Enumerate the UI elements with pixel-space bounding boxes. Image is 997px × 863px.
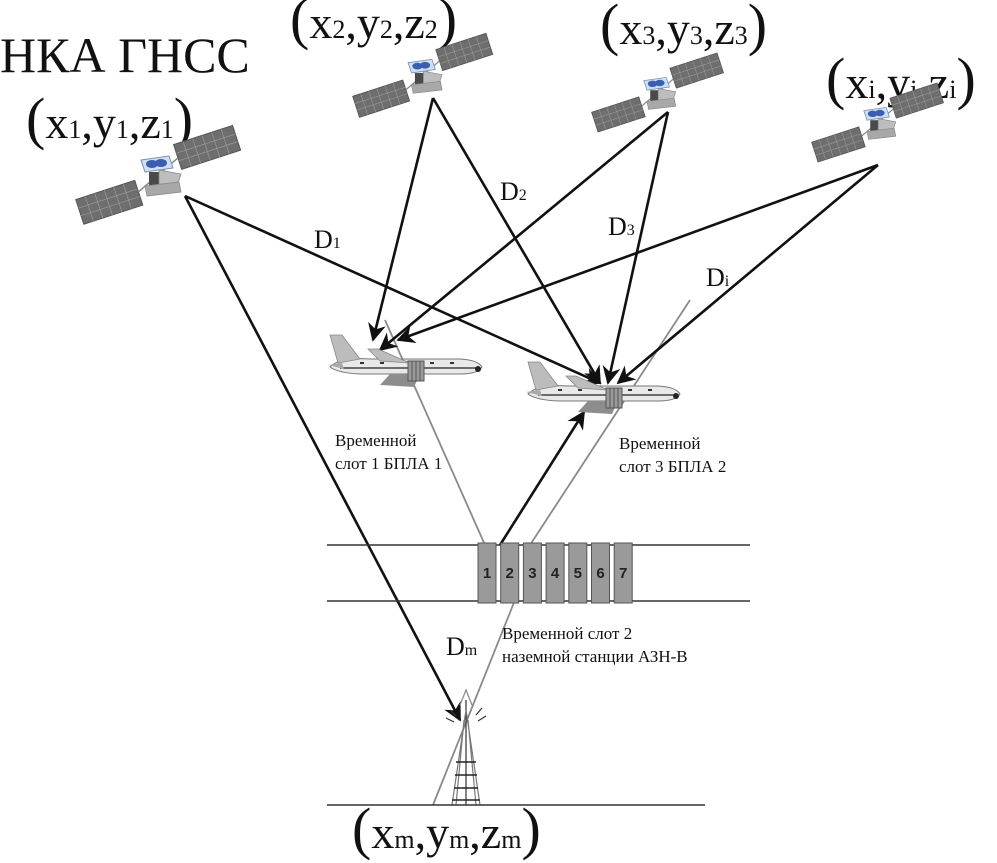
- time-slot-2: 2: [500, 542, 520, 604]
- coord-label-sat-3: (x3,y3,z3): [600, 0, 767, 57]
- svg-text:(x1,y1,z1): (x1,y1,z1): [26, 86, 193, 151]
- time-slot-block: [522, 542, 542, 604]
- arrow-sat1-aircraft2: [184, 194, 602, 385]
- arrow-sat1-ground: [183, 195, 462, 722]
- ground-station-antenna-icon: [445, 688, 487, 806]
- arrow-sat3-aircraft2: [602, 111, 670, 385]
- time-slot-6: 6: [591, 542, 610, 604]
- time-slot-number: 1: [483, 565, 491, 582]
- gray-link-aircraft2-slot3: [529, 299, 691, 546]
- range-label-di: Di: [706, 263, 730, 292]
- range-label-dm: Dm: [446, 632, 478, 661]
- time-slot-number: 7: [619, 565, 627, 582]
- range-lines: [183, 97, 879, 722]
- ground-caption-line1: Временной слот 2: [502, 624, 632, 643]
- time-slot-block: [545, 542, 565, 604]
- arrow-sat2-aircraft2: [431, 97, 602, 385]
- time-slot-number: 4: [551, 565, 560, 582]
- uav1-caption-line1: Временной: [335, 431, 416, 450]
- time-slot-number: 5: [574, 565, 582, 582]
- svg-text:(x2,y2,z2): (x2,y2,z2): [290, 0, 457, 51]
- range-label-d3: D3: [608, 212, 635, 241]
- time-slot-block: [500, 542, 520, 604]
- time-slot-number: 6: [596, 565, 604, 582]
- time-slot-block: [477, 542, 497, 604]
- time-slot-1: 1: [477, 542, 497, 604]
- time-slot-block: [591, 542, 610, 604]
- arrow-slot2-aircraft2: [498, 410, 586, 546]
- time-slot-4: 4: [545, 542, 565, 604]
- svg-text:(xm,ym,zm): (xm,ym,zm): [352, 796, 541, 861]
- uav1-caption-line2: слот 1 БПЛА 1: [335, 454, 442, 473]
- svg-text:(x3,y3,z3): (x3,y3,z3): [600, 0, 767, 57]
- title-text: НКА ГНСС: [0, 27, 250, 83]
- coord-label-sat-2: (x2,y2,z2): [290, 0, 457, 51]
- time-slot-3: 3: [522, 542, 542, 604]
- time-slot-block: [613, 542, 633, 604]
- aircraft-icon-uav2: [525, 361, 681, 415]
- time-slot-number: 3: [528, 565, 536, 582]
- ground-caption-line2: наземной станции АЗН-В: [502, 647, 688, 666]
- arrow-sat2-aircraft1: [368, 97, 435, 342]
- arrow-sati-aircraft2: [616, 164, 879, 385]
- gray-link-aircraft1-slot1: [384, 319, 486, 546]
- uav2-caption-line2: слот 3 БПЛА 2: [619, 457, 726, 476]
- coord-label-ground-station: (xm,ym,zm): [352, 796, 541, 861]
- range-label-d1: D1: [314, 225, 341, 254]
- arrow-sat3-aircraft1: [378, 110, 669, 352]
- time-slot-block: [568, 542, 588, 604]
- aircraft-icon-uav1: [327, 334, 483, 388]
- gray-link-slot2-ground: [432, 599, 516, 806]
- time-slot-5: 5: [568, 542, 588, 604]
- time-slot-number: 2: [506, 565, 514, 582]
- range-label-d2: D2: [500, 177, 527, 206]
- arrow-sati-aircraft1: [396, 163, 879, 343]
- coord-label-sat-1: (x1,y1,z1): [26, 86, 193, 151]
- uav2-caption-line1: Временной: [619, 434, 700, 453]
- time-slot-7: 7: [613, 542, 633, 604]
